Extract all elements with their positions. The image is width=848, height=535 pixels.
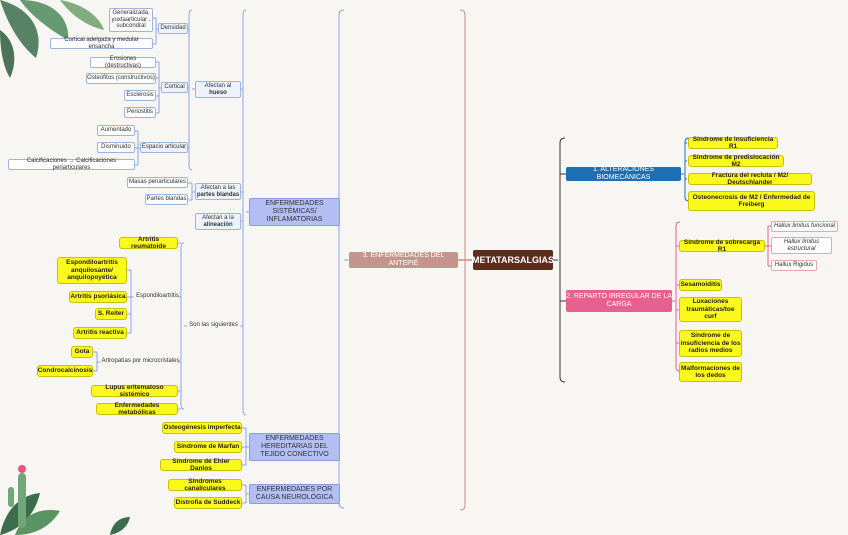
espondilo-item[interactable]: Artritis psoriásica bbox=[69, 291, 127, 303]
afectan-blandas-prefix: Afectan a las bbox=[200, 184, 236, 191]
biomecanica-item[interactable]: Osteonecrosis de M2 / Enfermedad de Frei… bbox=[688, 191, 815, 211]
densidad-node[interactable]: Densidad bbox=[158, 23, 188, 34]
root-node[interactable]: METATARSALGIAS bbox=[472, 250, 554, 270]
afectan-blandas-bold: partes blandas bbox=[196, 191, 240, 198]
leaf-item[interactable]: Esclerosis bbox=[124, 90, 156, 101]
leaf-item[interactable]: Calcificaciones → Calcificaciones periar… bbox=[8, 158, 135, 171]
bracket-center bbox=[459, 9, 466, 511]
afectan-alineacion-prefix: Afectan a la bbox=[202, 214, 234, 221]
leaf-decoration-icon bbox=[0, 0, 104, 78]
afectan-alineacion-node[interactable]: Afectan a la alineación bbox=[195, 213, 241, 230]
category-hereditarias[interactable]: ENFERMEDADES HEREDITARIAS DEL TEJIDO CON… bbox=[249, 433, 340, 461]
sobrecarga-item[interactable]: Hallux limitus estructural bbox=[771, 237, 832, 254]
hereditaria-item[interactable]: Síndrome de Ehler Danlos bbox=[160, 458, 242, 472]
espondilo-item[interactable]: Espondiloartritis anquilosante/ anquilop… bbox=[57, 257, 127, 284]
sobrecarga-item[interactable]: Hallux Rigidus bbox=[771, 260, 817, 271]
espondiloartritis-node[interactable]: Espondiloartritis bbox=[136, 293, 179, 300]
leaf-item[interactable]: Generalizada, yuxtaarticular , subcondra… bbox=[109, 8, 153, 32]
espacio-articular-node[interactable]: Espacio articular bbox=[140, 142, 188, 153]
espondilo-item[interactable]: S. Reiter bbox=[95, 308, 127, 320]
neurologica-item[interactable]: Síndromes canaliculares bbox=[168, 478, 242, 492]
category-sistemicas[interactable]: ENFERMEDADES SISTÉMICAS/ INFLAMATORIAS bbox=[249, 198, 340, 226]
reparto-item[interactable]: Luxaciones traumáticas/toe curf bbox=[679, 297, 742, 322]
leaf-item[interactable]: Cortical adelgaza y medular ensancha bbox=[50, 37, 153, 50]
metabolicas-node[interactable]: Enfermedades metabólicas bbox=[96, 402, 178, 416]
connector-center-categories bbox=[338, 9, 349, 509]
leaf-item[interactable]: Erosiones (destructivas) bbox=[90, 56, 156, 69]
leaf-item[interactable]: Osteofitos (constructivos) bbox=[86, 73, 156, 84]
espondilo-item[interactable]: Artritis reactiva bbox=[73, 327, 127, 339]
cactus-decoration-icon bbox=[0, 465, 130, 535]
microcristales-item[interactable]: Gota bbox=[71, 346, 93, 358]
reparto-item[interactable]: Malformaciones de los dedos bbox=[679, 362, 742, 382]
category-neurologica[interactable]: ENFERMEDADES POR CAUSA NEUROLÓGICA bbox=[249, 484, 340, 504]
leaf-item[interactable]: Partes blandas bbox=[145, 194, 188, 205]
sobrecarga-node[interactable]: Síndrome de sobrecarga R1 bbox=[679, 239, 765, 253]
afectan-blandas-node[interactable]: Afectan a las partes blandas bbox=[195, 183, 241, 200]
afectan-alineacion-bold: alineación bbox=[203, 221, 233, 228]
reparto-item[interactable]: Sesamoiditis bbox=[679, 279, 722, 291]
son-las-siguientes-node[interactable]: Son las siguientes bbox=[189, 322, 238, 329]
microcristales-item[interactable]: Condrocalcinosis bbox=[37, 365, 93, 377]
center-node[interactable]: 3. ENFERMEDADES DEL ANTEPIÉ bbox=[349, 252, 458, 268]
leaf-item[interactable]: Aumentado bbox=[97, 125, 135, 136]
reparto-item[interactable]: Síndrome de insuficiencia de los radios … bbox=[679, 330, 742, 357]
reparto-node[interactable]: 2. REPARTO IRREGULAR DE LA CARGA bbox=[566, 290, 672, 312]
afectan-hueso-prefix: Afectan al bbox=[204, 82, 232, 89]
leaf-item[interactable]: Masas periarticulares bbox=[127, 177, 188, 188]
artritis-reumatoide-node[interactable]: Artritis reumatoide bbox=[119, 236, 178, 250]
biomecanicas-node[interactable]: 1. ALTERACIONES BIOMECÁNICAS bbox=[566, 166, 681, 181]
afectan-hueso-node[interactable]: Afectan al hueso bbox=[195, 81, 241, 98]
hereditaria-item[interactable]: Síndrome de Marfan bbox=[174, 441, 242, 453]
hereditaria-item[interactable]: Osteogénesis imperfecta bbox=[162, 422, 242, 434]
biomecanica-item[interactable]: Síndrome de predislocación M2 bbox=[688, 154, 784, 168]
biomecanica-item[interactable]: Síndrome de insuficiencia R1 bbox=[688, 136, 778, 150]
sobrecarga-item[interactable]: Hallux limitus funcional bbox=[771, 221, 838, 232]
leaf-item[interactable]: Disminuido bbox=[97, 142, 135, 153]
microcristales-node[interactable]: Artropatías por microcristales bbox=[101, 358, 180, 365]
neurologica-item[interactable]: Distrofia de Suddeck bbox=[174, 497, 242, 509]
lupus-node[interactable]: Lupus eritematoso sistémico bbox=[91, 384, 178, 398]
leaf-item[interactable]: Periostitis bbox=[124, 107, 156, 118]
biomecanica-item[interactable]: Fractura del recluta / M2/ Deutschlander bbox=[688, 172, 812, 186]
afectan-hueso-bold: hueso bbox=[209, 89, 227, 96]
cortical-node[interactable]: Cortical bbox=[161, 82, 188, 93]
